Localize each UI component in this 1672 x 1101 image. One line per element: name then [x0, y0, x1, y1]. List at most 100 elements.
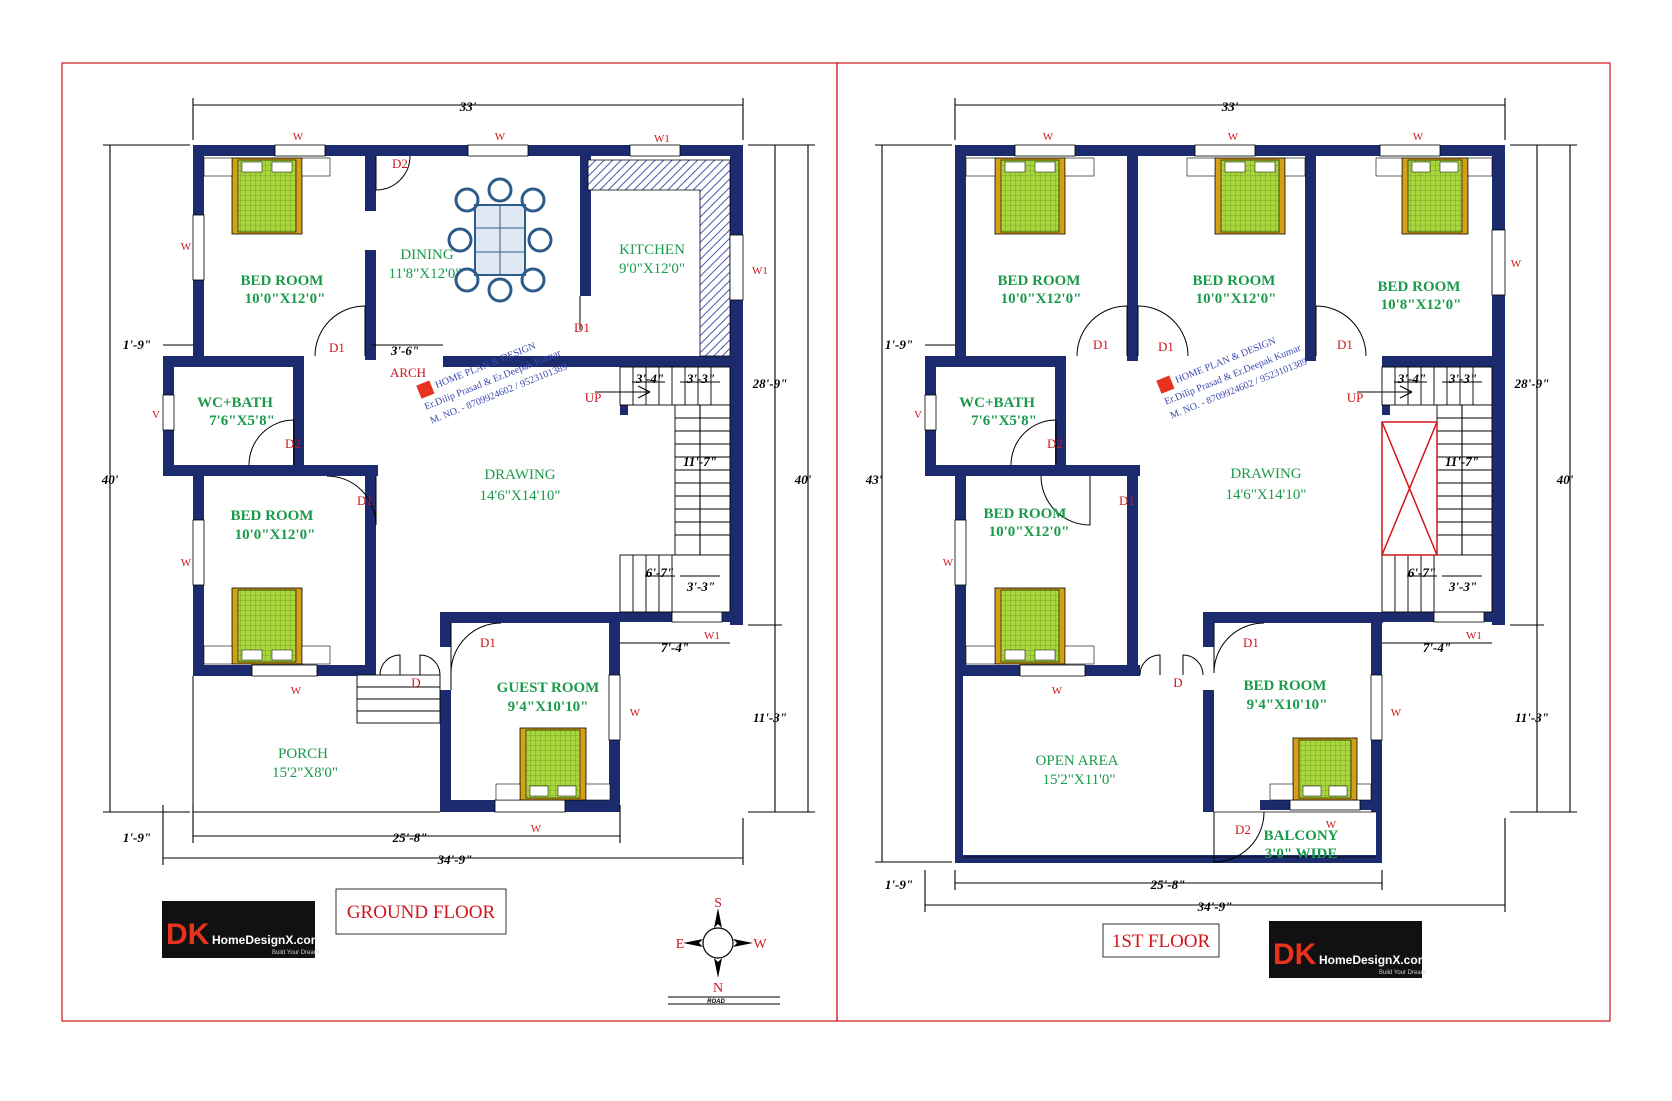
svg-text:11'-3": 11'-3"	[1515, 710, 1549, 725]
balcony-size: 3'0" WIDE	[1265, 846, 1338, 862]
svg-text:W: W	[1413, 131, 1424, 143]
ground-opening-labels: W W W1 W W1 V W W W W W1 D2 D1 D1 D2 D1 …	[152, 131, 768, 835]
ground-wc-name: WC+BATH	[197, 395, 273, 411]
svg-text:D1: D1	[357, 493, 373, 508]
ground-bed-2	[203, 587, 331, 665]
first-floor-border	[836, 62, 1611, 1022]
svg-text:3'-4": 3'-4"	[1397, 371, 1426, 386]
svg-text:3'-3": 3'-3"	[686, 579, 715, 594]
first-watermark: HOME PLAN & DESIGN Er.Dilip Prasad & Er.…	[1156, 336, 1309, 422]
svg-text:ROAD: ROAD	[707, 999, 725, 1005]
first-bed4-name: BED ROOM	[984, 506, 1067, 522]
svg-text:W: W	[630, 707, 641, 719]
ground-bed2-name: BED ROOM	[231, 508, 314, 524]
first-bed5-name: BED ROOM	[1244, 678, 1327, 694]
svg-text:W: W	[293, 131, 304, 143]
porch-steps	[356, 674, 441, 724]
svg-text:6'-7": 6'-7"	[646, 565, 674, 580]
first-title-box	[1102, 923, 1220, 958]
svg-text:W: W	[1511, 258, 1522, 270]
svg-text:40': 40'	[101, 472, 119, 487]
first-bed1-size: 10'0"X12'0"	[1001, 291, 1082, 307]
svg-text:3'-4": 3'-4"	[635, 371, 664, 386]
svg-text:W1: W1	[704, 630, 720, 642]
svg-text:25'-8": 25'-8"	[1150, 877, 1186, 892]
svg-text:W: W	[291, 685, 302, 697]
first-doors	[1010, 305, 1367, 863]
ground-windows	[162, 144, 744, 813]
kitchen-size: 9'0"X12'0"	[619, 261, 685, 277]
svg-text:V: V	[152, 409, 160, 421]
porch-size: 15'2"X8'0"	[272, 765, 338, 781]
dining-name: DINING	[400, 247, 453, 263]
guest-name: GUEST ROOM	[497, 680, 600, 696]
svg-text:W: W	[753, 937, 767, 952]
svg-text:D2: D2	[1047, 436, 1063, 451]
svg-text:W: W	[495, 131, 506, 143]
svg-text:DK: DK	[1273, 938, 1317, 971]
svg-text:W: W	[943, 557, 954, 569]
ground-bed1-size: 10'0"X12'0"	[245, 291, 326, 307]
svg-text:7'-4": 7'-4"	[661, 640, 689, 655]
first-windows	[924, 144, 1506, 811]
first-bed-1	[965, 157, 1095, 235]
first-logo: DK HomeDesignX.com Build Your Dream	[1269, 921, 1428, 978]
dining-size: 11'8"X12'0"	[389, 266, 462, 282]
svg-text:D: D	[411, 675, 420, 690]
svg-text:W: W	[1228, 131, 1239, 143]
svg-text:D1: D1	[480, 635, 496, 650]
svg-text:HomeDesignX.com: HomeDesignX.com	[212, 933, 321, 947]
first-bed2-name: BED ROOM	[1193, 273, 1276, 289]
svg-text:W: W	[1043, 131, 1054, 143]
svg-text:3'-3": 3'-3"	[686, 371, 715, 386]
first-bed-5	[1269, 737, 1372, 801]
svg-text:D1: D1	[1119, 493, 1135, 508]
balcony-name: BALCONY	[1263, 828, 1338, 844]
ground-bed-1	[203, 157, 331, 235]
ground-floor-plan: BED ROOM 10'0"X12'0" DINING 11'8"X12'0" …	[101, 98, 815, 1005]
first-walls	[925, 145, 1505, 812]
svg-text:W: W	[1052, 685, 1063, 697]
ground-title-box	[335, 888, 507, 935]
svg-text:40': 40'	[794, 472, 812, 487]
svg-text:Build Your Dream: Build Your Dream	[1379, 970, 1426, 976]
ground-stairs	[595, 366, 731, 613]
open-area-size: 15'2"X11'0"	[1043, 772, 1116, 788]
ground-dimension-lines	[103, 98, 815, 865]
svg-text:3'-3": 3'-3"	[1448, 371, 1477, 386]
first-dimension-texts: 33' 43' 40' 28'-9" 11'-3" 1'-9" 1'-9" 3'…	[865, 99, 1574, 914]
ground-drawing-size: 14'6"X14'10"	[480, 488, 561, 504]
svg-text:40': 40'	[1556, 472, 1574, 487]
svg-text:D2: D2	[285, 436, 301, 451]
svg-text:D1: D1	[1158, 339, 1174, 354]
svg-text:43': 43'	[865, 472, 883, 487]
ground-dimension-texts: 33' 40' 40' 28'-9" 11'-3" 1'-9" 1'-9" 3'…	[101, 99, 812, 867]
ground-bed2-size: 10'0"X12'0"	[235, 527, 316, 543]
svg-text:1'-9": 1'-9"	[123, 337, 151, 352]
svg-text:W: W	[181, 241, 192, 253]
first-stairs	[1357, 366, 1493, 613]
porch-name: PORCH	[278, 746, 328, 762]
first-wc-name: WC+BATH	[959, 395, 1035, 411]
ground-floor-title: GROUND FLOOR	[347, 902, 496, 923]
ground-wc-size: 7'6"X5'8"	[209, 413, 275, 429]
svg-text:W1: W1	[752, 265, 768, 277]
svg-text:28'-9": 28'-9"	[1514, 376, 1550, 391]
ground-doors	[248, 155, 581, 690]
first-drawing-name: DRAWING	[1230, 466, 1301, 482]
svg-text:W1: W1	[654, 133, 670, 145]
svg-text:D1: D1	[1093, 337, 1109, 352]
first-bed5-size: 9'4"X10'10"	[1247, 697, 1328, 713]
first-bed-3	[1375, 157, 1493, 235]
svg-text:E: E	[676, 937, 685, 952]
svg-text:V: V	[914, 409, 922, 421]
svg-text:HomeDesignX.com: HomeDesignX.com	[1319, 953, 1428, 967]
open-area-outline	[955, 675, 1382, 863]
first-bed-2	[1186, 157, 1306, 235]
svg-text:W: W	[1326, 819, 1337, 831]
first-wc-size: 7'6"X5'8"	[971, 413, 1037, 429]
svg-text:ARCH: ARCH	[390, 365, 426, 380]
svg-text:W1: W1	[1466, 630, 1482, 642]
first-bed4-size: 10'0"X12'0"	[989, 524, 1070, 540]
